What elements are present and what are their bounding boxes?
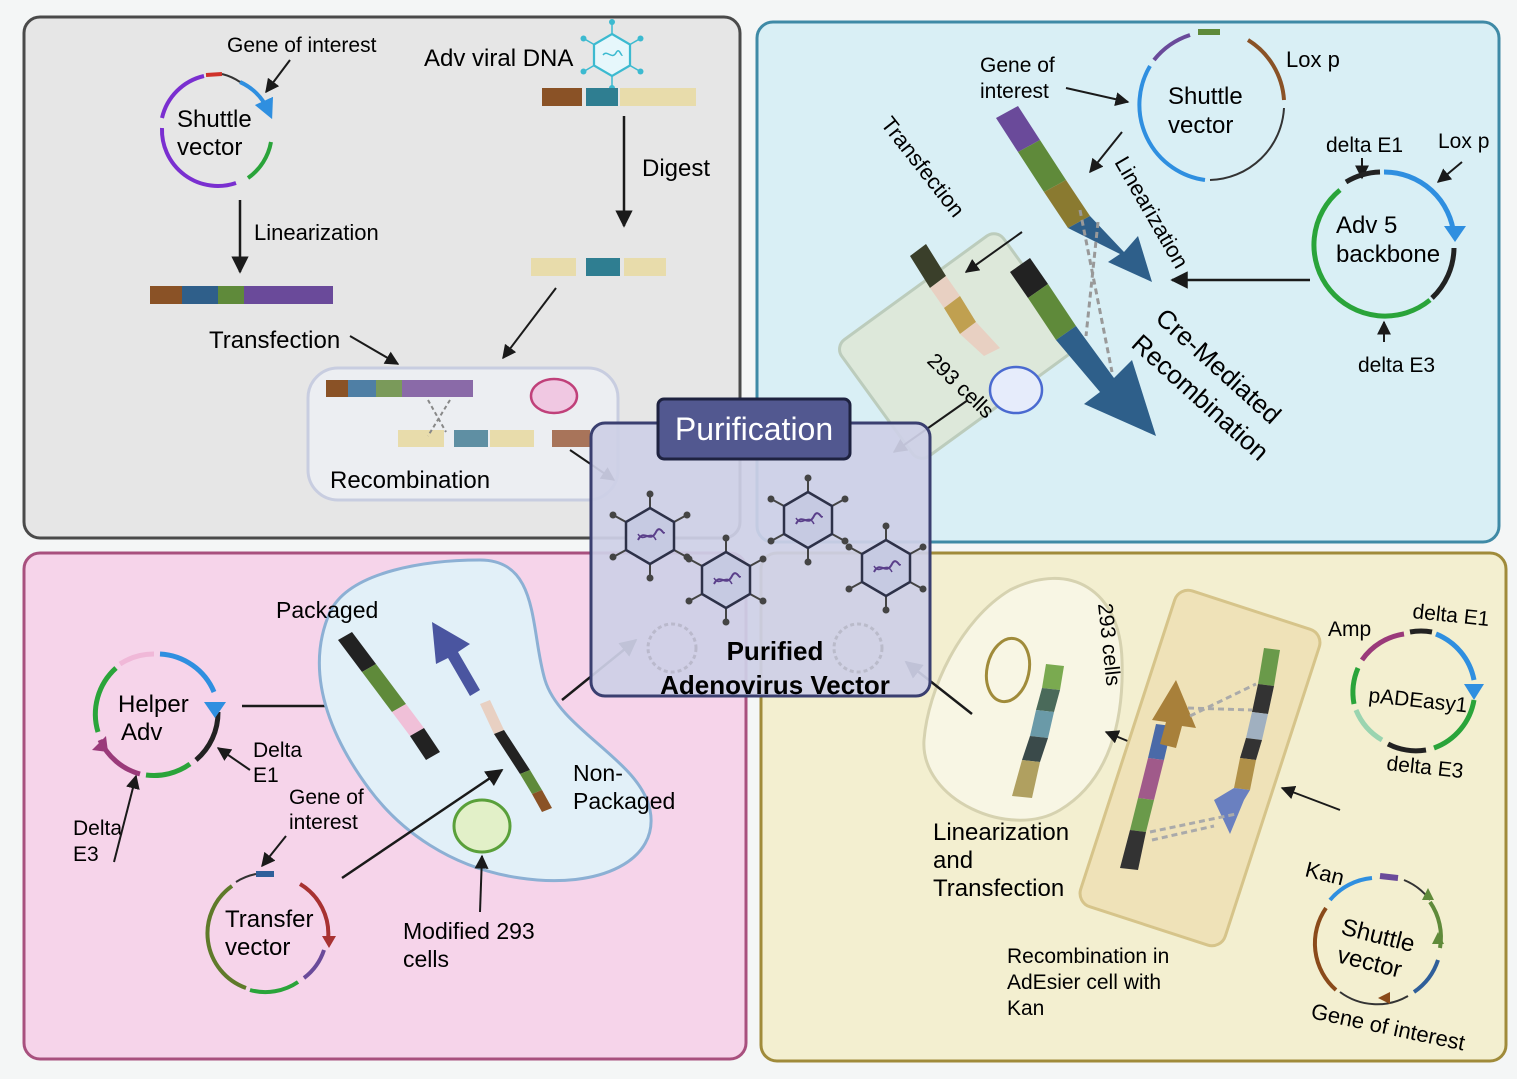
transfection-label-tl: Transfection	[209, 327, 340, 354]
delta-e1-label-bl-1: Delta	[253, 739, 302, 762]
adv5-label-2: backbone	[1336, 241, 1440, 268]
transfer-vector-label-2: vector	[225, 934, 290, 961]
gene-of-interest-label-bl-1: Gene of	[289, 786, 364, 809]
packaged-label: Packaged	[276, 597, 378, 623]
gene-insert-arrow-1	[996, 106, 1152, 282]
recombination-label-br-1: Recombination in	[1007, 945, 1169, 968]
shuttle-vector-plasmid-tl	[159, 72, 273, 188]
adv5-label-1: Adv 5	[1336, 212, 1397, 239]
delta-e1-label-bl-2: E1	[253, 764, 279, 787]
delta-e3-label-bl-2: E3	[73, 843, 99, 866]
gene-of-interest-label-bl-2: interest	[289, 811, 358, 834]
purified-label-2: Adenovirus Vector	[660, 670, 890, 700]
packaging-arrow	[432, 622, 480, 696]
viral-dna-bar	[542, 88, 696, 106]
adv5-backbone-plasmid	[1311, 169, 1457, 319]
shuttle-vector-label-tr-2: vector	[1168, 112, 1233, 139]
amp-label: Amp	[1328, 618, 1371, 641]
adv-viral-dna-label: Adv viral DNA	[424, 45, 573, 72]
linearization-label-br-2: and	[933, 847, 973, 874]
nucleus-bl	[452, 798, 512, 854]
digested-dna-bar	[531, 258, 666, 276]
shuttle-vector-label-1: Shuttle	[177, 106, 252, 133]
purification-title-box	[656, 397, 852, 461]
adenovirus-icon	[580, 19, 644, 91]
digest-label: Digest	[642, 155, 710, 182]
shuttle-vector-label-tr-1: Shuttle	[1168, 83, 1243, 110]
packaged-genome-bar	[338, 632, 440, 760]
adeasier-recombination	[1120, 648, 1280, 870]
transfer-vector-label-1: Transfer	[225, 906, 313, 933]
shuttle-vector-plasmid-tr	[1137, 29, 1286, 182]
purification-title: Purification	[675, 411, 833, 447]
recombination-label-tl: Recombination	[330, 467, 490, 494]
shuttle-vector-label-2: vector	[177, 134, 242, 161]
helper-adv-plasmid	[92, 651, 221, 778]
center-purification: Purification Purified Adenovirus Vector	[589, 397, 932, 700]
linearization-label-tl: Linearization	[254, 220, 379, 245]
recombination-label-br-2: AdEsier cell with	[1007, 971, 1161, 994]
non-packaged-label-1: Non-	[573, 760, 623, 786]
lox-p-label-1: Lox p	[1286, 47, 1340, 72]
cell-genome-bar-br	[1012, 664, 1064, 798]
modified-cells-label-2: cells	[403, 946, 449, 972]
recombination-bars	[326, 380, 590, 447]
linearization-label-br-3: Transfection	[933, 875, 1064, 902]
gene-of-interest-label-tl: Gene of interest	[227, 34, 377, 57]
cell-dish-bars	[910, 244, 1000, 356]
delta-e3-label-tr: delta E3	[1358, 354, 1435, 377]
nucleus-br	[984, 636, 1032, 704]
gene-of-interest-label-tr-2: interest	[980, 80, 1049, 103]
nucleus-tl	[529, 377, 579, 415]
linearized-vector-bar	[150, 286, 333, 304]
linearization-label-br-1: Linearization	[933, 819, 1069, 846]
helper-adv-label-1: Helper	[118, 691, 189, 718]
helper-adv-label-2: Adv	[121, 719, 162, 746]
transfer-vector-plasmid	[205, 871, 331, 994]
purified-label-1: Purified	[727, 636, 824, 666]
lox-p-label-2: Lox p	[1438, 130, 1489, 153]
modified-cells-label-1: Modified 293	[403, 918, 535, 944]
delta-e1-label-tr: delta E1	[1326, 134, 1403, 157]
nonpackaged-genome-bar	[480, 700, 552, 812]
modified-293-cell	[317, 558, 653, 883]
nucleus-tr	[988, 365, 1044, 415]
non-packaged-label-2: Packaged	[573, 788, 675, 814]
delta-e3-label-bl-1: Delta	[73, 817, 122, 840]
bottom-left-content: Helper Adv Delta E1 Delta E3 Packaged No…	[73, 558, 675, 994]
top-left-content: Shuttle vector Gene of interest Adv vira…	[150, 19, 710, 502]
cell-293-br	[922, 577, 1124, 822]
gene-of-interest-label-tr-1: Gene of	[980, 54, 1055, 77]
recombination-label-br-3: Kan	[1007, 997, 1044, 1020]
padeasy-plasmid	[1350, 628, 1477, 754]
recombined-arrow	[1010, 209, 1156, 436]
